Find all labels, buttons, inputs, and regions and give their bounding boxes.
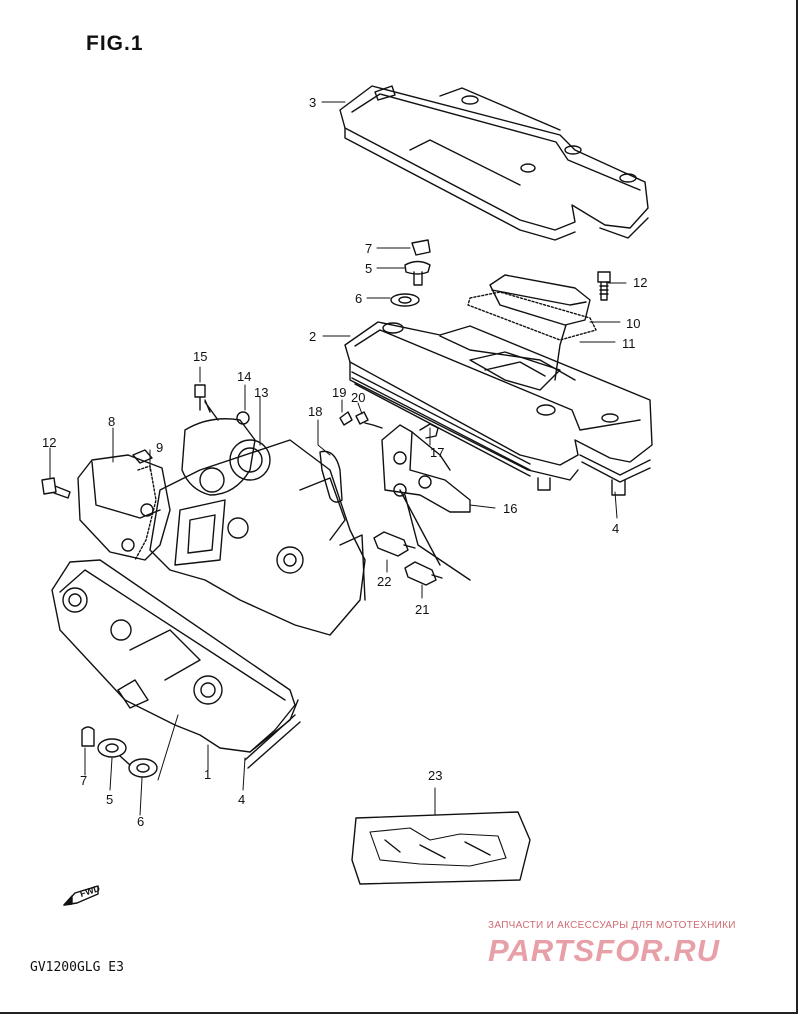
watermark-caption: ЗАПЧАСТИ И АКСЕССУАРЫ ДЛЯ МОТОТЕХНИКИ (488, 920, 736, 931)
callout-18: 18 (308, 404, 323, 419)
watermark-brand: PARTSFOR.RU (488, 933, 721, 968)
callout-16: 16 (503, 501, 518, 516)
callout-5-lower: 5 (106, 792, 114, 807)
callout-3: 3 (309, 95, 317, 110)
gasket-set (351, 811, 531, 885)
callout-19: 19 (332, 385, 347, 400)
cylinder-head-cover-rear (344, 321, 653, 496)
callout-4-left: 4 (238, 792, 246, 807)
callout-11: 11 (622, 336, 636, 351)
callout-21: 21 (415, 602, 430, 617)
figure-title: FIG.1 (86, 32, 144, 55)
cap-bolt-washer-lower (81, 726, 158, 778)
callout-4-right: 4 (612, 521, 620, 536)
model-code: GV1200GLG E3 (30, 960, 124, 975)
spark-plugs (373, 489, 471, 586)
callout-20: 20 (351, 390, 366, 405)
callout-13: 13 (254, 385, 269, 400)
callout-15: 15 (193, 349, 208, 364)
bolt-12-left (41, 477, 71, 499)
callout-6-lower: 6 (137, 814, 145, 829)
callout-12-left: 12 (42, 435, 57, 450)
callout-23: 23 (428, 768, 443, 783)
callout-2: 2 (309, 329, 317, 344)
watermark: ЗАПЧАСТИ И АКСЕССУАРЫ ДЛЯ МОТОТЕХНИКИ PA… (488, 920, 788, 969)
cylinder-head-cover-front (51, 559, 301, 769)
callout-9: 9 (156, 440, 164, 455)
callout-1: 1 (204, 767, 212, 782)
callout-8: 8 (108, 414, 116, 429)
front-side-cover (77, 449, 171, 561)
cylinder-head-cover-rear-upper (339, 85, 649, 241)
callout-10: 10 (626, 316, 641, 331)
bolt-12-right (597, 271, 611, 301)
callout-14: 14 (237, 369, 252, 384)
callout-17: 17 (430, 445, 445, 460)
callout-7-lower: 7 (80, 773, 88, 788)
side-cover-and-gasket (467, 274, 597, 381)
callout-12-right: 12 (633, 275, 648, 290)
cylinder-head-middle (149, 384, 366, 636)
leader-lines (49, 101, 627, 816)
callout-22: 22 (377, 574, 392, 589)
fwd-arrow-icon (63, 885, 99, 906)
callout-7-upper: 7 (365, 241, 373, 256)
callout-6-upper: 6 (355, 291, 363, 306)
cap-bolt-washer-upper (390, 239, 431, 307)
callout-5-upper: 5 (365, 261, 373, 276)
